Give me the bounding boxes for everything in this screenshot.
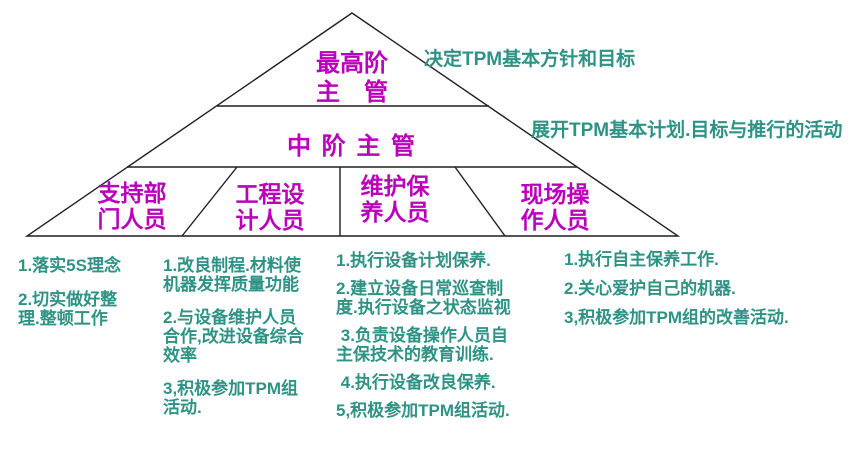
duties-support-dept: 1.落实5S理念 2.切实做好整理.整顿工作 — [18, 256, 130, 343]
duty-item: 5,积极参加TPM组活动. — [336, 401, 510, 420]
tier2-annotation: 展开TPM基本计划.目标与推行的活动 — [531, 120, 843, 141]
tier3-cell-field-operators-label: 现场操 作人员 — [493, 181, 617, 233]
cell4-label-line2: 作人员 — [520, 207, 590, 233]
duty-item: 2.与设备维护人员合作,改进设备综合效率 — [163, 308, 304, 365]
tier3-divider-3 — [454, 166, 506, 237]
duty-item: 4.执行设备改良保养. — [336, 373, 496, 392]
cell1-label-line2: 门人员 — [97, 206, 167, 232]
duties-engineering-design: 1.改良制程.材料使机器发挥质量功能 2.与设备维护人员合作,改进设备综合效率 … — [163, 256, 304, 431]
duty-item: 1.执行自主保养工作. — [564, 250, 719, 269]
duty-item: 3,积极参加TPM组活动. — [163, 379, 299, 417]
tier2-middle-management-label: 中 阶 主 管 — [286, 133, 417, 160]
duty-item: 1.执行设备计划保养. — [336, 251, 491, 270]
duty-item: 1.落实5S理念 — [18, 256, 121, 275]
duty-item: 3,积极参加TPM组的改善活动. — [564, 308, 789, 327]
tier3-divider-1 — [181, 166, 238, 237]
tier3-cell-support-dept-label: 支持部 门人员 — [70, 180, 194, 232]
duty-item: 2.关心爱护自己的机器. — [564, 279, 736, 298]
tier1-top-management-label: 最高阶 主 管 — [288, 49, 416, 107]
cell2-label-line1: 工程设 — [235, 181, 305, 207]
cell3-label-line2: 养人员 — [360, 199, 430, 225]
duties-maintenance: 1.执行设备计划保养. 2.建立设备日常巡查制度.执行设备之状态监视 3.负责设… — [336, 251, 518, 429]
pyramid-triangle — [24, 12, 681, 237]
tier1-label-line1: 最高阶 — [316, 50, 388, 77]
duty-item: 3.负责设备操作人员自主保技术的教育训练. — [336, 326, 508, 364]
duties-field-operators: 1.执行自主保养工作. 2.关心爱护自己的机器. 3,积极参加TPM组的改善活动… — [564, 250, 852, 337]
cell4-label-line1: 现场操 — [520, 181, 590, 207]
tier1-annotation: 决定TPM基本方针和目标 — [424, 49, 636, 70]
cell2-label-line2: 计人员 — [235, 207, 305, 233]
tier3-cell-engineering-design-label: 工程设 计人员 — [208, 181, 332, 233]
duty-item: 1.改良制程.材料使机器发挥质量功能 — [163, 256, 301, 294]
cell1-label-line1: 支持部 — [97, 180, 167, 206]
duty-item: 2.切实做好整理.整顿工作 — [18, 290, 118, 328]
tier3-cell-maintenance-label: 维护保 养人员 — [333, 173, 457, 225]
cell3-label-line1: 维护保 — [360, 173, 430, 199]
duty-item: 2.建立设备日常巡查制度.执行设备之状态监视 — [336, 279, 511, 317]
tier1-label-line2: 主 管 — [316, 79, 388, 106]
